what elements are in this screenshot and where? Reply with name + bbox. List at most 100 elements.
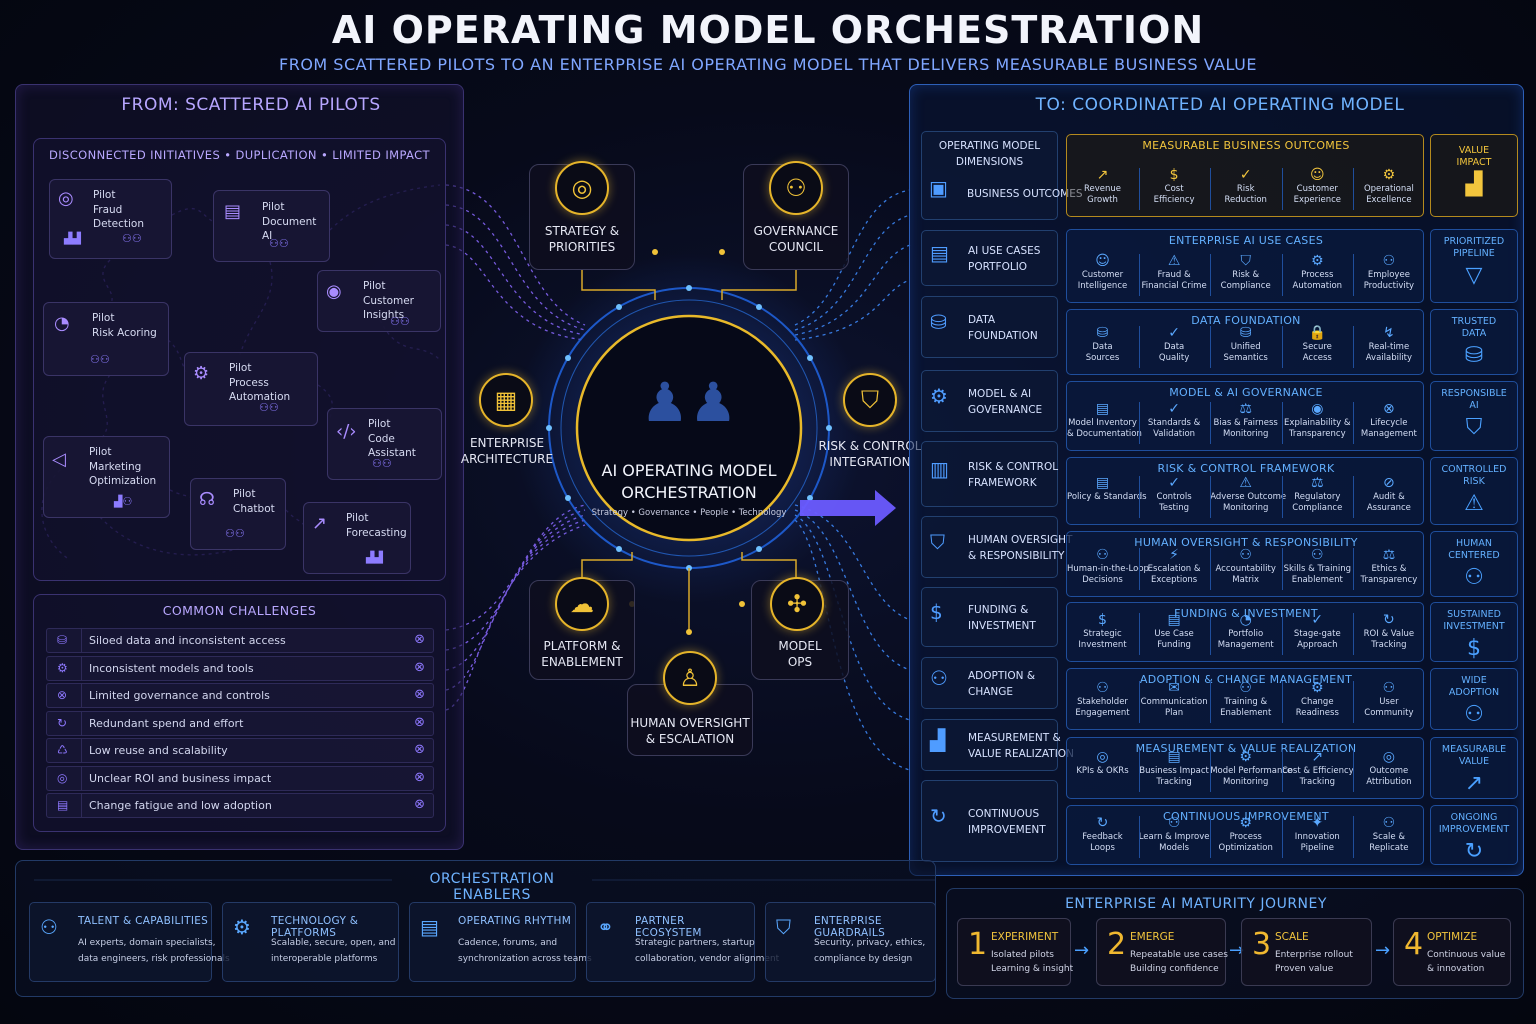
row-item: ↯Real-time Availability: [1353, 324, 1424, 364]
row-item: ⊗Lifecycle Management: [1353, 400, 1424, 440]
dimension-item[interactable]: ⛁DATA FOUNDATION: [921, 296, 1058, 358]
dimension-label: HUMAN OVERSIGHT & RESPONSIBILITY: [968, 534, 1073, 562]
dimension-item[interactable]: $FUNDING & INVESTMENT: [921, 587, 1058, 647]
pilot-name-line-2: Optimization: [89, 475, 157, 487]
row-divider: [81, 711, 82, 735]
grid-icon: ▦: [479, 373, 533, 427]
stage-desc: Isolated pilots Learning & insight: [991, 950, 1074, 974]
dimension-row: MEASUREMENT & VALUE REALIZATION◎KPIs & O…: [1066, 737, 1424, 799]
pilot-card[interactable]: ◎ Pilot Fraud Detection ▟▟ ⚇⚇: [49, 179, 172, 259]
pilot-card[interactable]: ◁ Pilot Marketing Optimization ▟⚇: [43, 436, 170, 518]
network-icon: ✣: [770, 577, 824, 631]
challenge-row: ⛁Siloed data and inconsistent access⊗: [46, 628, 434, 653]
strategy-label: STRATEGY & PRIORITIES: [544, 224, 620, 254]
row-divider: [1210, 750, 1212, 792]
dollar-icon: ▤: [1167, 749, 1181, 765]
recycle-icon: ♺: [57, 743, 68, 757]
row-divider: [1281, 681, 1283, 723]
check-icon: ⚙: [1239, 749, 1252, 765]
row-item-label: Communication Plan: [1140, 697, 1208, 718]
refresh-icon: ↻: [57, 715, 68, 730]
pilot-card[interactable]: ‹/› Pilot Code Assistant ⚇⚇: [327, 408, 442, 480]
platform-label: PLATFORM & ENABLEMENT: [541, 639, 623, 669]
gear-icon: ⊘: [1383, 475, 1395, 491]
row-divider: [1138, 168, 1140, 210]
dimension-item[interactable]: ▤AI USE CASES PORTFOLIO: [921, 230, 1058, 286]
close-circle-icon: ⊗: [414, 769, 425, 785]
list-icon: ▤: [930, 241, 949, 265]
row-divider: [1138, 254, 1140, 296]
row-item: ⚇Human-in-the-Loop Decisions: [1067, 546, 1149, 586]
challenge-row: ◎Unclear ROI and business impact⊗: [46, 765, 434, 791]
check-icon: ⛉: [1240, 253, 1251, 269]
dollar-icon: ⚠: [1167, 253, 1181, 269]
row-item-label: User Community: [1364, 697, 1414, 718]
pilot-name: Fraud Detection: [93, 204, 145, 230]
people-icon: ⚇: [40, 915, 58, 939]
dimension-label: BUSINESS OUTCOMES: [967, 188, 1083, 200]
dimension-row: ENTERPRISE AI USE CASES☺Customer Intelli…: [1066, 229, 1424, 303]
row-result-label: SUSTAINED INVESTMENT: [1443, 609, 1505, 632]
dimension-item[interactable]: ⚇ADOPTION & CHANGE: [921, 657, 1058, 709]
dimension-item[interactable]: ⛉HUMAN OVERSIGHT & RESPONSIBILITY: [921, 516, 1072, 578]
pilot-label: Pilot: [93, 189, 116, 201]
dollar-icon: $: [1467, 636, 1481, 661]
target-icon: ◎: [555, 161, 609, 215]
pilot-card[interactable]: ☊ Pilot Chatbot ⚇⚇: [190, 478, 286, 550]
dimension-item[interactable]: ↻CONTINUOUS IMPROVEMENT: [921, 780, 1058, 862]
row-item-label: Adverse Outcome Monitoring: [1210, 492, 1287, 513]
smile-icon: ◉: [1311, 401, 1324, 417]
row-item: ◎Outcome Attribution: [1353, 748, 1424, 788]
stage-number: 3: [1252, 927, 1272, 962]
pilot-card[interactable]: ▤ Pilot Document AI ⚇⚇: [213, 190, 330, 262]
hub-center-title-line-2: ORCHESTRATION: [621, 483, 757, 502]
row-divider: [1353, 476, 1355, 518]
pilot-card[interactable]: ↗ Pilot Forecasting ▟▟: [303, 502, 411, 574]
challenge-text: Redundant spend and effort: [89, 716, 244, 730]
users-icon: ⚇⚇: [390, 315, 410, 328]
dollar-icon: $: [1169, 167, 1179, 183]
to-panel-title: TO: COORDINATED AI OPERATING MODEL: [1035, 95, 1405, 115]
row-title: ENTERPRISE AI USE CASES: [1168, 234, 1324, 247]
check-icon: ⚇: [1239, 547, 1252, 563]
row-divider: [1138, 548, 1140, 590]
row-result: TRUSTED DATA⛁: [1430, 309, 1518, 375]
row-item-label: Strategic Investment: [1078, 629, 1127, 650]
pilot-card[interactable]: ◉ Pilot Customer Insights ⚇⚇: [317, 270, 441, 332]
row-divider: [1210, 816, 1212, 858]
row-item: ▤Model Inventory & Documentation: [1067, 400, 1142, 440]
dimension-item[interactable]: ▣ BUSINESS OUTCOMES: [921, 176, 1083, 214]
row-item: ⚖Bias & Fairness Monitoring: [1210, 400, 1281, 440]
row-item: ✦Innovation Pipeline: [1282, 814, 1353, 854]
dollar-icon: ✓: [1168, 401, 1180, 417]
row-item: ▤Business Impact Tracking: [1139, 748, 1210, 788]
dollar-icon: ✉: [1168, 680, 1180, 696]
close-circle-icon: ⊗: [414, 714, 425, 730]
gear-shield-icon: ⚙: [930, 384, 948, 408]
row-item: ↻Feedback Loops: [1067, 814, 1138, 854]
dimension-item[interactable]: ▟MEASUREMENT & VALUE REALIZATION: [921, 719, 1074, 771]
dimension-item[interactable]: ⚙MODEL & AI GOVERNANCE: [921, 370, 1058, 432]
briefcase-icon: ▣: [929, 176, 948, 200]
check-icon: ◔: [1239, 612, 1252, 628]
pilot-card[interactable]: ◔ Pilot Risk Acoring ⚇⚇: [43, 302, 169, 376]
row-item: ⚇Stakeholder Engagement: [1067, 679, 1138, 719]
chart-icon: ↗: [312, 513, 328, 534]
dimension-item[interactable]: ▥RISK & CONTROL FRAMEWORK: [921, 441, 1058, 507]
database-icon: ⛁: [930, 310, 947, 334]
pilot-card[interactable]: ⚙ Pilot Process Automation ⚇⚇: [184, 352, 318, 426]
user-icon: ◉: [326, 281, 342, 302]
row-item-label: Ethics & Transparency: [1360, 564, 1418, 585]
challenge-row: ↻ Redundant spend and effort ⊗: [46, 710, 434, 736]
check-icon: ⚇: [1239, 680, 1252, 696]
row-item-label: Business Impact Tracking: [1139, 766, 1209, 787]
